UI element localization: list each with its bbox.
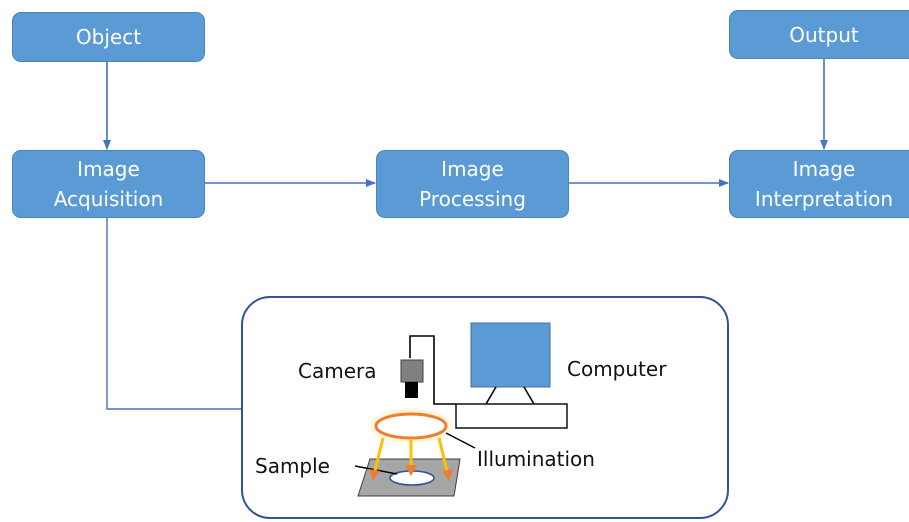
image-interpretation-label-line2: Interpretation (754, 187, 894, 211)
output-label: Output (789, 22, 859, 47)
sample-label: Sample (255, 454, 330, 478)
camera-label: Camera (298, 359, 377, 383)
illumination-pointer (445, 432, 476, 449)
monitor-stand-right (523, 386, 535, 405)
camera-lens (405, 382, 418, 398)
light-ray-center-head (405, 465, 417, 476)
output-box: Output (729, 10, 909, 59)
computer-monitor (470, 322, 551, 388)
object-label: Object (75, 25, 142, 49)
image-acquisition-label-line1: Image (77, 157, 140, 181)
light-ray-left (373, 437, 385, 472)
object-box: Object (12, 12, 205, 62)
camera-cable (409, 335, 456, 405)
connector-acquisition-to-setup (106, 218, 242, 410)
light-ray-left-head (369, 469, 380, 481)
computer-base (455, 403, 568, 429)
image-acquisition-box: Image Acquisition (12, 150, 205, 218)
image-interpretation-label-line1: Image (792, 157, 856, 181)
image-interpretation-box: Image Interpretation (729, 150, 909, 218)
camera-body (400, 359, 424, 383)
image-acquisition-label-line2: Acquisition (53, 187, 164, 211)
light-ray-right (437, 437, 449, 472)
image-processing-label-line2: Processing (419, 187, 526, 211)
illumination-label: Illumination (477, 447, 595, 471)
computer-label: Computer (567, 357, 667, 381)
monitor-stand-left (485, 386, 497, 405)
image-processing-label-line1: Image (441, 157, 504, 181)
illumination-ring (374, 412, 448, 440)
light-ray-right-head (442, 469, 453, 481)
image-processing-box: Image Processing (376, 150, 569, 218)
